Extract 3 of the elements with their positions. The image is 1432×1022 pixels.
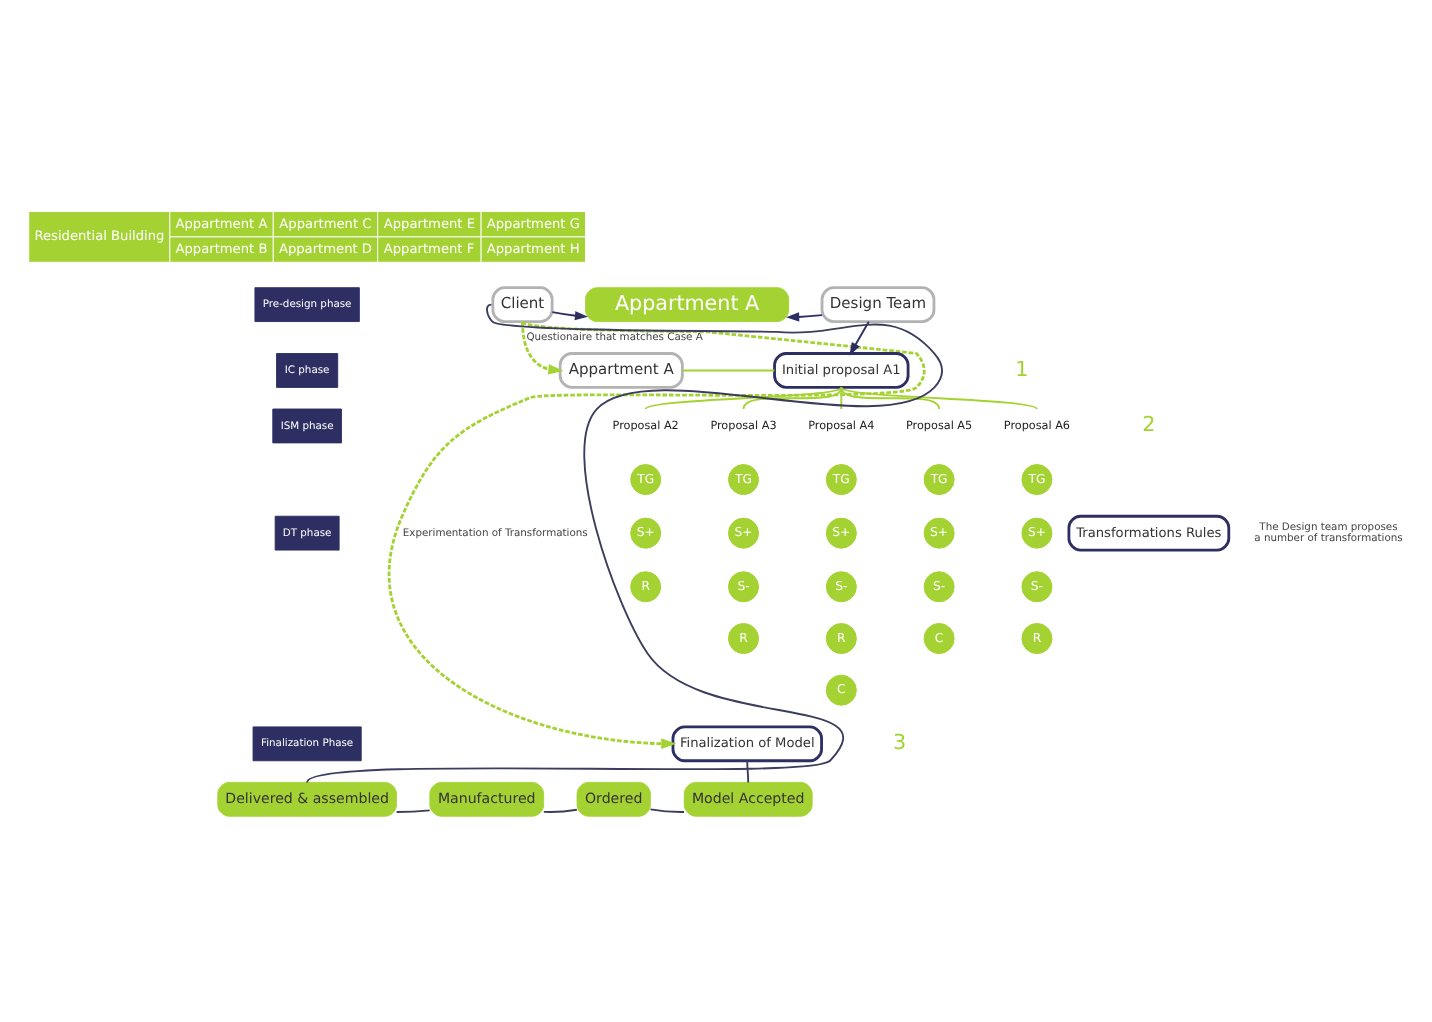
label: 2 bbox=[1142, 412, 1156, 437]
label: 1 bbox=[1015, 356, 1029, 381]
label: 3 bbox=[893, 730, 907, 755]
